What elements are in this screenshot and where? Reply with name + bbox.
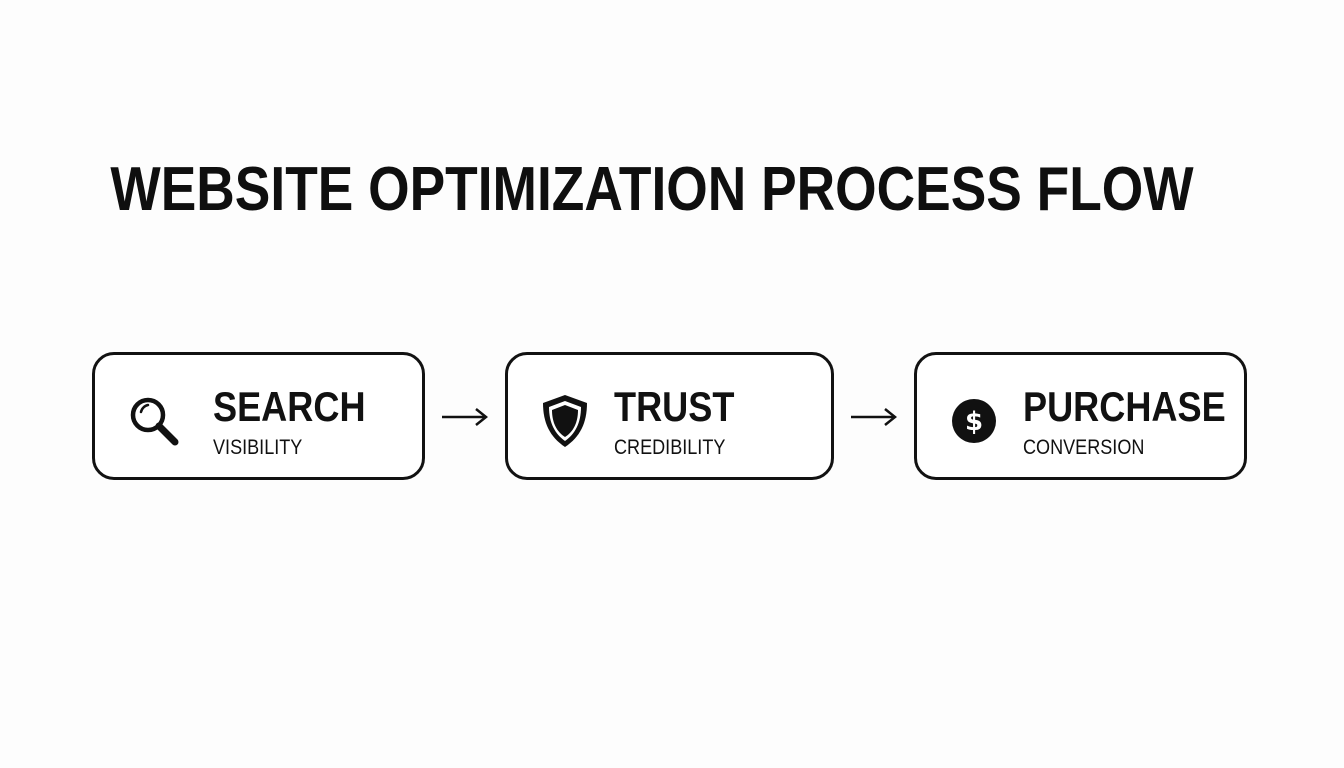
diagram-title: WEBSITE OPTIMIZATION PROCESS FLOW [110, 155, 1194, 224]
step-purchase: $ PURCHASE CONVERSION [914, 352, 1247, 480]
svg-text:$: $ [965, 407, 983, 437]
step-label: TRUST [614, 383, 735, 430]
magnifier-icon [125, 392, 183, 450]
step-label: SEARCH [213, 383, 366, 430]
shield-icon [536, 392, 594, 450]
dollar-coin-icon: $ [945, 392, 1003, 450]
step-trust-text: TRUST CREDIBILITY [614, 383, 754, 461]
step-label: PURCHASE [1023, 383, 1226, 430]
step-sublabel: CREDIBILITY [614, 436, 726, 459]
arrow-right-icon [440, 402, 490, 432]
step-purchase-text: PURCHASE CONVERSION [1023, 383, 1259, 461]
step-search-text: SEARCH VISIBILITY [213, 383, 390, 461]
step-sublabel: CONVERSION [1023, 436, 1145, 459]
arrow-right-icon [849, 402, 899, 432]
step-sublabel: VISIBILITY [213, 436, 303, 459]
step-search: SEARCH VISIBILITY [92, 352, 425, 480]
step-trust: TRUST CREDIBILITY [505, 352, 834, 480]
